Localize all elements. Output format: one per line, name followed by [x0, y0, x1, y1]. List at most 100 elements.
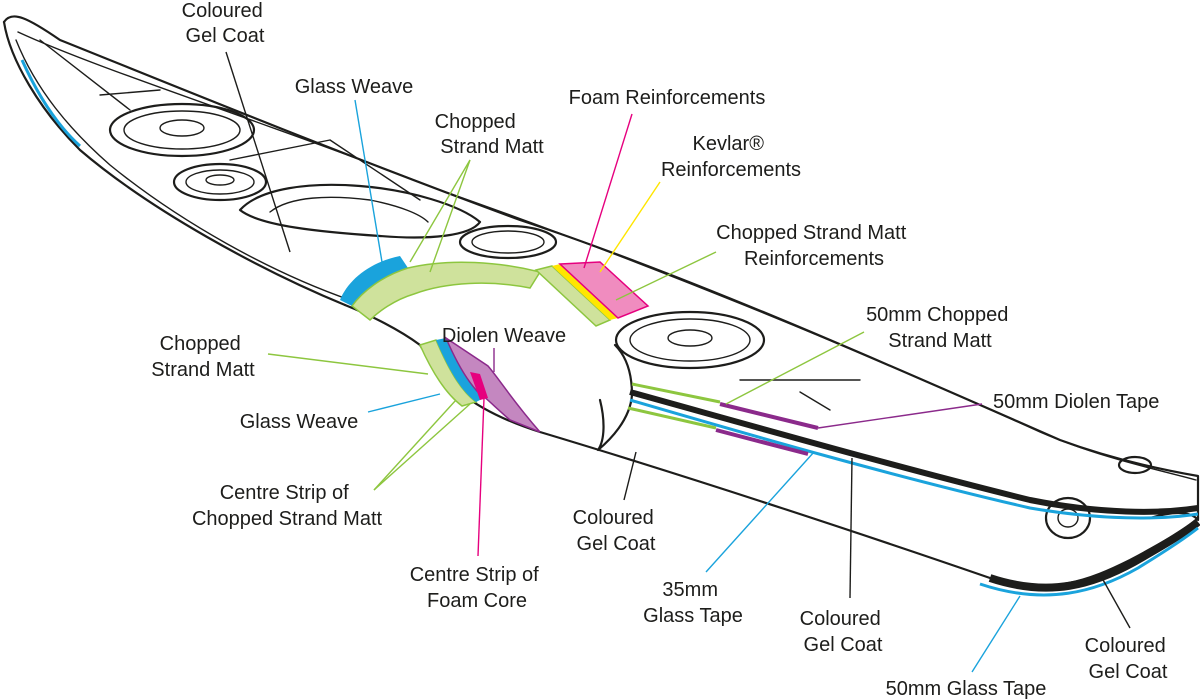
label-line: Coloured: [182, 0, 263, 22]
label-line: 50mm Diolen Tape: [993, 391, 1159, 413]
label-line: Coloured: [800, 608, 881, 630]
leader-diolen-tape: [817, 403, 983, 429]
leader-coloured-gel-coat-top: [225, 51, 291, 253]
diolen-tape-line: [719, 402, 819, 430]
front-hatch-small: [172, 162, 268, 202]
cut-step: [596, 343, 634, 452]
label-line: Chopped: [160, 333, 241, 355]
deck-lines: [39, 39, 861, 411]
label-chopped-50mm: 50mm Chopped Strand Matt: [866, 304, 1014, 352]
label-diolen-tape-50mm: 50mm Diolen Tape: [993, 391, 1159, 413]
label-line: 50mm Chopped: [866, 304, 1008, 326]
leader-glass-tape-50mm: [971, 595, 1021, 673]
leader-kevlar: [599, 181, 661, 273]
label-line: Glass Tape: [643, 605, 743, 627]
label-line: Strand Matt: [440, 136, 544, 158]
label-line: Gel Coat: [1089, 661, 1168, 683]
foam-kevlar-reinforcement-layers: [534, 261, 650, 327]
label-centre-strip-csm: Centre Strip of Chopped Strand Matt: [192, 482, 383, 530]
label-line: Chopped: [435, 111, 516, 133]
label-foam-reinforcements: Foam Reinforcements: [569, 87, 766, 109]
label-line: Reinforcements: [744, 248, 884, 270]
label-diolen-weave: Diolen Weave: [442, 325, 566, 347]
cockpit-section-layers: [340, 256, 542, 321]
csm-lower-line: [627, 406, 717, 430]
label-glass-weave-left: Glass Weave: [240, 411, 359, 433]
rear-hatch: [614, 310, 766, 370]
labels: Coloured Gel Coat Glass Weave Chopped St…: [151, 0, 1172, 700]
label-line: Glass Weave: [295, 76, 414, 98]
keel-black-stripe: [988, 518, 1200, 592]
leader-centre-csm-1: [373, 399, 457, 491]
hull-chine-left: [15, 39, 351, 301]
bow-glass-stripe: [20, 59, 82, 148]
label-line: Kevlar®: [693, 133, 765, 155]
centre-strip-foam: [470, 372, 488, 400]
label-centre-strip-foam: Centre Strip of Foam Core: [410, 564, 545, 612]
label-line: Diolen Weave: [442, 325, 566, 347]
glass-weave-band-top: [340, 256, 408, 306]
label-coloured-gel-coat-keel: Coloured Gel Coat: [800, 608, 887, 656]
leader-foam: [583, 113, 633, 269]
label-csm-left: Chopped Strand Matt: [151, 333, 255, 381]
leader-csm-left: [267, 353, 429, 375]
label-line: Reinforcements: [661, 159, 801, 181]
front-hatch-large: [108, 102, 256, 158]
label-csm-reinforcements: Chopped Strand Matt Reinforcements: [716, 222, 912, 270]
label-coloured-gel-coat-stern: Coloured Gel Coat: [1085, 635, 1172, 683]
leader-chopped-50mm: [725, 331, 865, 405]
label-line: Gel Coat: [804, 634, 883, 656]
label-coloured-gel-coat-top: Coloured Gel Coat: [182, 0, 269, 47]
label-line: Foam Reinforcements: [569, 87, 766, 109]
label-coloured-gel-coat-mid: Coloured Gel Coat: [573, 507, 660, 555]
stern-toggle: [1044, 455, 1153, 540]
label-chopped-strand-matt-top: Chopped Strand Matt: [435, 111, 545, 158]
kevlar-band: [552, 264, 618, 320]
deck-outline: [2, 15, 1200, 522]
cockpit-seat: [269, 196, 429, 223]
leader-csm-top-2: [429, 159, 471, 273]
label-line: Chopped Strand Matt: [716, 222, 907, 244]
hull-side-left: [2, 20, 347, 307]
label-line: 35mm: [662, 579, 718, 601]
day-hatch: [458, 224, 558, 260]
diolen-weave-band: [444, 335, 541, 433]
cockpit-rim: [238, 183, 482, 239]
label-line: Centre Strip of: [410, 564, 539, 586]
label-line: Strand Matt: [151, 359, 255, 381]
gunwale-black-stripe: [629, 389, 1199, 515]
leader-csm-top-1: [409, 159, 471, 263]
label-line: Gel Coat: [577, 533, 656, 555]
leader-glass-weave-top: [354, 99, 383, 263]
label-line: Coloured: [573, 507, 654, 529]
leader-coloured-gel-coat-keel: [849, 457, 853, 599]
leader-centre-csm-2: [373, 403, 471, 491]
label-line: Glass Weave: [240, 411, 359, 433]
leader-glass-tape-35mm: [705, 451, 815, 573]
gunwale-keel-tapes: [20, 59, 1200, 597]
diolen-lower-line: [715, 428, 809, 456]
deck-edge-inner: [17, 31, 1197, 481]
chopped-50mm-line: [631, 382, 721, 404]
label-line: 50mm Glass Tape: [886, 678, 1047, 700]
label-line: Strand Matt: [888, 330, 992, 352]
label-glass-tape-50mm: 50mm Glass Tape: [886, 678, 1047, 700]
left-cut-layers: [418, 335, 541, 433]
label-glass-tape-35mm: 35mm Glass Tape: [643, 579, 743, 627]
label-line: Gel Coat: [186, 25, 265, 47]
leader-csm-reinforcement: [615, 251, 717, 301]
label-line: Foam Core: [427, 590, 527, 612]
label-line: Coloured: [1085, 635, 1166, 657]
label-kevlar-reinforcements: Kevlar® Reinforcements: [661, 133, 801, 181]
keel-glass-tape: [979, 526, 1199, 597]
leader-centre-foam: [477, 397, 485, 557]
leader-lines: [225, 51, 1131, 673]
label-glass-weave-top: Glass Weave: [295, 76, 414, 98]
leader-coloured-gel-coat-stern: [1101, 577, 1131, 629]
leader-glass-weave-left: [367, 393, 441, 413]
glass-tape-35mm-line: [629, 398, 1199, 520]
leader-coloured-gel-coat-mid: [623, 451, 637, 501]
label-line: Chopped Strand Matt: [192, 508, 383, 530]
label-line: Centre Strip of: [220, 482, 349, 504]
